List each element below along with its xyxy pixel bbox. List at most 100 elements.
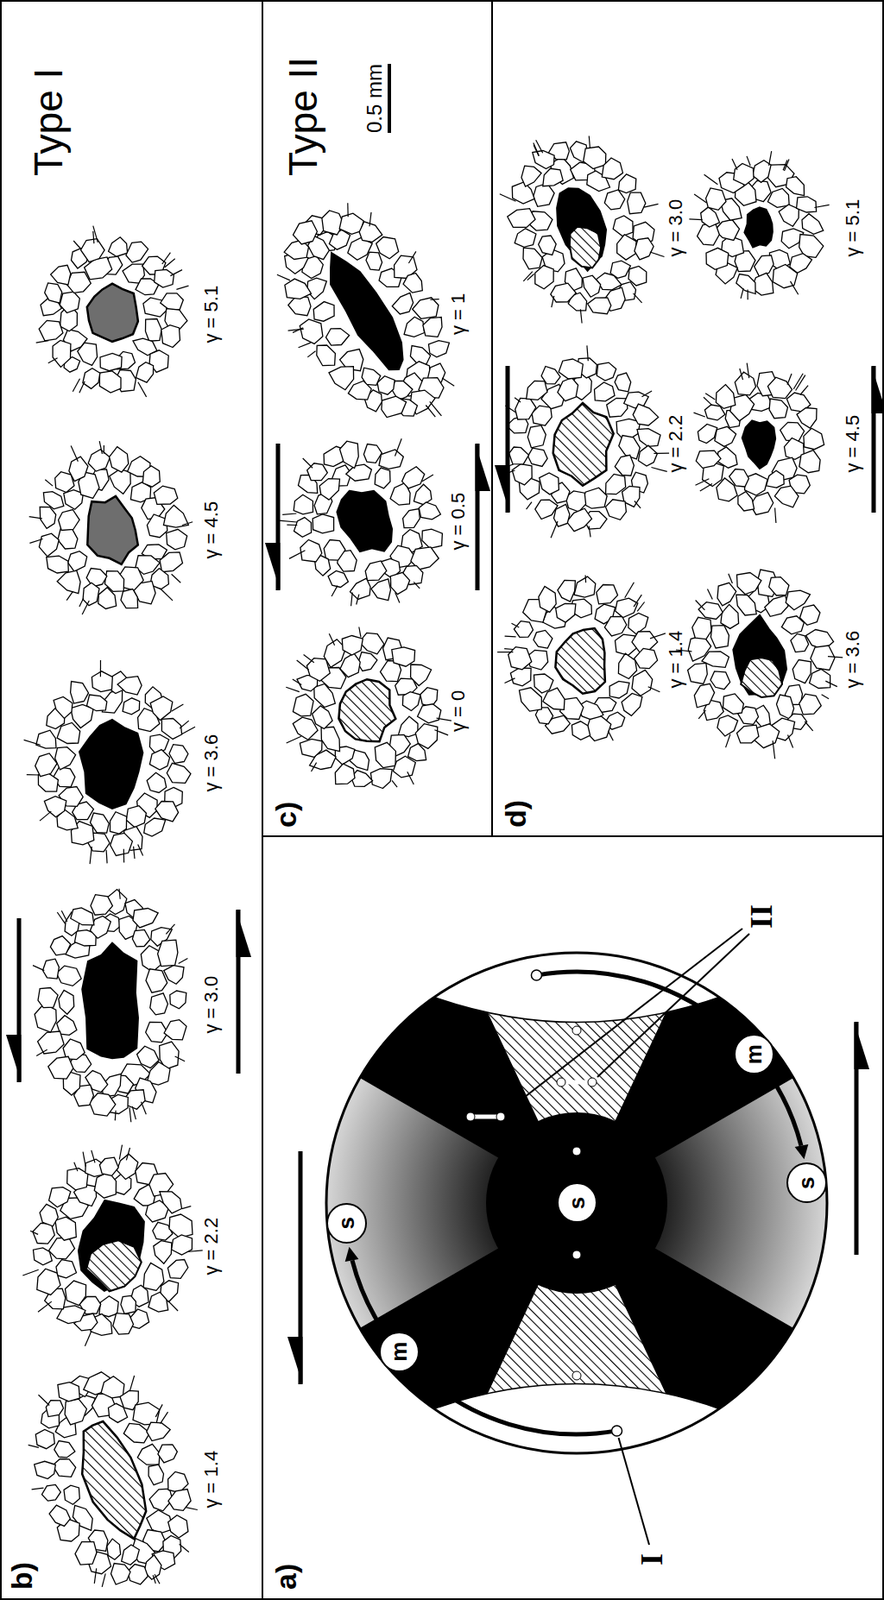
grain-boundary	[609, 681, 630, 699]
grain-boundary	[171, 574, 182, 583]
grain-boundary	[508, 647, 532, 670]
grain-cluster	[22, 1145, 203, 1347]
grain-boundary	[633, 594, 642, 607]
grain-boundary	[38, 320, 64, 341]
grain-boundary	[36, 1049, 48, 1056]
grain-boundary	[695, 600, 706, 611]
grain-boundary	[347, 202, 349, 217]
grain-boundary	[410, 664, 432, 687]
grain-boundary	[695, 479, 710, 487]
grain-boundary	[707, 589, 714, 600]
grain-boundary	[127, 1565, 149, 1585]
grain-boundary	[24, 739, 41, 746]
grain-boundary	[601, 157, 623, 180]
shear-strain: γ = 2.2	[664, 415, 687, 474]
marker-grain	[82, 1421, 146, 1540]
grain-boundary	[33, 1248, 53, 1266]
grain-boundary	[44, 283, 63, 304]
grain-boundary	[346, 464, 373, 481]
shear-strain: γ = 3.0	[664, 199, 687, 258]
grain-boundary	[126, 241, 149, 263]
grain-boundary	[767, 188, 790, 208]
grain-boundary	[803, 428, 825, 450]
grain-boundary	[49, 1505, 70, 1527]
grain-boundary	[631, 669, 653, 696]
grain-boundary	[774, 486, 799, 508]
marker-dot	[572, 1147, 581, 1156]
shear-disc	[326, 942, 828, 1465]
marker-dot	[572, 1026, 581, 1036]
shear-strain: γ = 1	[447, 293, 469, 335]
shear-strain: γ = 3.0	[200, 976, 222, 1035]
grain-boundary	[398, 716, 419, 738]
grain-cluster	[285, 627, 452, 790]
grain-boundary	[122, 698, 140, 715]
grain-boundary	[642, 391, 653, 398]
grain-boundary	[68, 551, 88, 572]
grain-boundary	[328, 366, 354, 391]
grain-boundary	[736, 274, 756, 295]
grain-boundary	[737, 725, 759, 744]
grain-boundary	[788, 735, 794, 749]
grain-boundary	[178, 959, 189, 965]
grain-boundary	[164, 966, 184, 986]
grain-boundary	[403, 273, 423, 294]
grain-boundary	[738, 492, 755, 512]
grain-boundary	[103, 445, 105, 455]
grain-boundary	[70, 705, 94, 729]
leader-line	[597, 934, 750, 1078]
grain-boundary	[185, 1508, 198, 1511]
marker-dot	[496, 1112, 506, 1122]
grain-boundary	[505, 636, 517, 638]
grain-boundary	[505, 678, 516, 684]
grain-boundary	[70, 681, 89, 705]
grain-boundary	[374, 467, 391, 489]
grain-boundary	[809, 669, 831, 689]
grain-boundary	[140, 946, 161, 973]
grain-boundary	[160, 293, 184, 310]
grain-boundary	[634, 501, 641, 509]
grain-boundary	[119, 1145, 122, 1161]
grain-boundary	[159, 1192, 183, 1214]
grain-boundary	[827, 656, 843, 658]
grain-boundary	[159, 588, 173, 601]
grain-boundary	[534, 674, 554, 694]
grain-boundary	[87, 694, 108, 712]
grain-boundary	[285, 687, 300, 692]
shear-strain: γ = 1.4	[200, 1451, 222, 1510]
grain-boundary	[28, 1445, 39, 1448]
shear-strain: γ = 5.1	[200, 285, 222, 344]
grain-boundary	[288, 328, 304, 331]
grain-boundary	[113, 1313, 134, 1335]
grain-boundary	[31, 1488, 45, 1491]
grain-boundary	[334, 764, 355, 785]
grain-boundary	[42, 1484, 62, 1502]
grain-boundary	[526, 380, 548, 400]
grain-boundary	[79, 381, 85, 393]
marker-dot	[572, 1371, 581, 1381]
grain-boundary	[73, 240, 82, 250]
grain-boundary	[706, 188, 727, 211]
grain-boundary	[166, 763, 191, 783]
marker-dot	[530, 970, 542, 981]
disc-crescent	[432, 1383, 722, 1456]
grain-boundary	[588, 526, 591, 538]
marker-grain	[82, 943, 139, 1059]
grain-boundary	[356, 594, 360, 606]
grain-boundary	[706, 247, 729, 270]
grain-cluster	[36, 226, 190, 398]
grain-boundary	[796, 408, 817, 430]
grain-boundary	[715, 385, 735, 410]
grain-boundary	[726, 734, 731, 748]
shear-arrow	[6, 918, 22, 1083]
grain-boundary	[56, 912, 65, 925]
grain-boundary	[697, 423, 717, 443]
shear-arrow	[236, 909, 253, 1074]
grain-boundary	[769, 577, 790, 596]
grain-boundary	[284, 278, 312, 299]
grain-boundary	[772, 740, 776, 759]
grain-boundary	[328, 570, 348, 588]
grain-boundary	[70, 445, 78, 461]
shear-arrow	[287, 1151, 304, 1385]
